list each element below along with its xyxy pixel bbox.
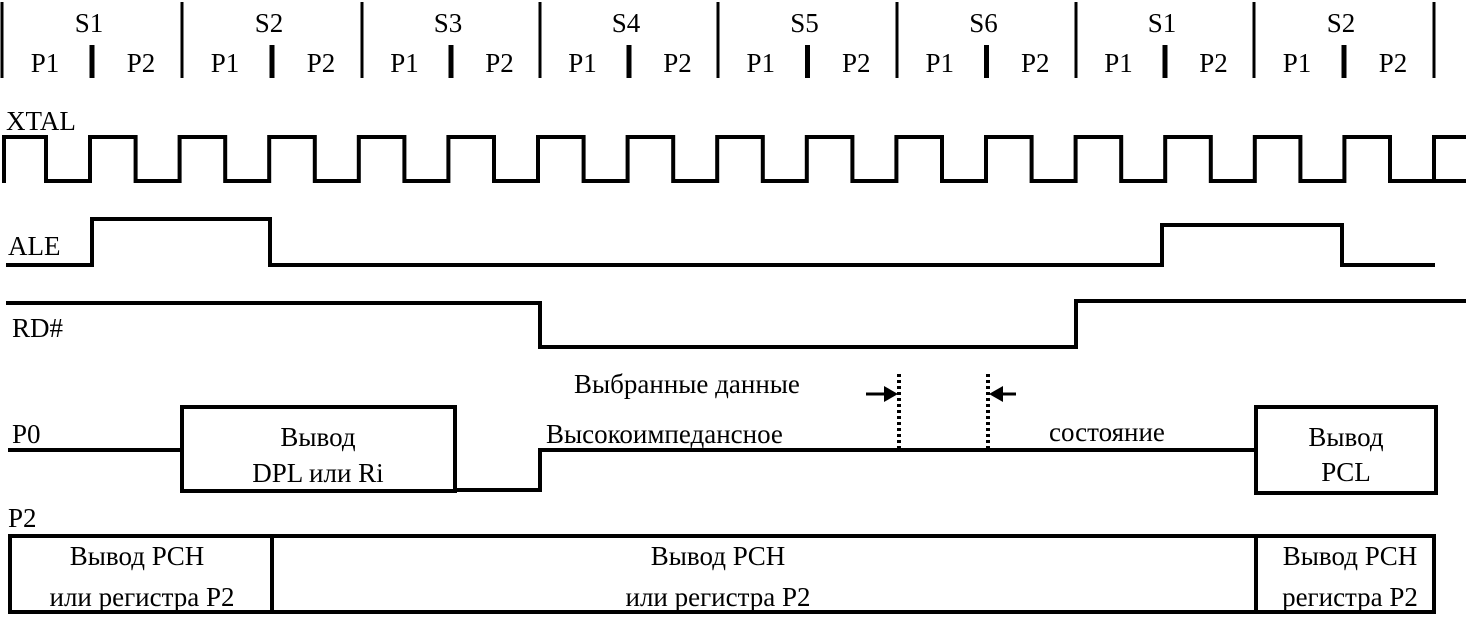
p0-label: P0	[12, 419, 41, 449]
p0-hiz-right: состояние	[1049, 417, 1165, 447]
state-label: S5	[790, 8, 819, 38]
sample-start-arrowhead-icon	[884, 386, 898, 402]
phase-label-p2: P2	[307, 48, 336, 78]
p2-seg3-line1: Вывод PCH	[1283, 541, 1417, 571]
phase-label-p2: P2	[663, 48, 692, 78]
state-label: S1	[75, 8, 104, 38]
state-label: S3	[434, 8, 463, 38]
phase-label-p1: P1	[31, 48, 60, 78]
p2-label: P2	[8, 503, 37, 533]
phase-label-p1: P1	[568, 48, 597, 78]
p0-box-dpl-line1: Вывод	[280, 422, 355, 452]
state-label: S2	[255, 8, 284, 38]
rd-waveform	[6, 299, 1466, 349]
phase-label-p2: P2	[1379, 48, 1408, 78]
ale-waveform	[6, 217, 1435, 267]
p2-seg2-line2: или регистра P2	[626, 582, 811, 612]
sample-end-arrowhead-icon	[989, 386, 1003, 402]
phase-label-p2: P2	[1021, 48, 1050, 78]
p2-seg1-line2: или регистра P2	[50, 582, 235, 612]
rd-label: RD#	[12, 313, 64, 343]
phase-label-p2: P2	[842, 48, 871, 78]
state-label: S6	[969, 8, 998, 38]
p0-box-pcl-line1: Вывод	[1308, 422, 1383, 452]
p0-box-dpl	[180, 405, 457, 493]
phase-label-p1: P1	[211, 48, 240, 78]
p0-box-pcl-line2: PCL	[1321, 457, 1371, 487]
xtal-label: XTAL	[6, 106, 76, 136]
p2-seg2-line1: Вывод PCH	[651, 541, 785, 571]
state-label: S4	[612, 8, 641, 38]
state-label: S1	[1148, 8, 1177, 38]
p2-seg1-line1: Вывод PCH	[70, 541, 204, 571]
p0-line-mid	[453, 448, 1258, 492]
phase-label-p2: P2	[1199, 48, 1228, 78]
phase-label-p2: P2	[485, 48, 514, 78]
p2-seg3-line2: регистра P2	[1282, 582, 1418, 612]
p0-box-pcl	[1254, 405, 1438, 495]
phase-label-p1: P1	[1104, 48, 1133, 78]
p2-bus	[8, 534, 1436, 614]
p0-box-dpl-line2: DPL или Ri	[252, 458, 383, 488]
phase-label-p1: P1	[746, 48, 775, 78]
ale-label: ALE	[8, 231, 60, 261]
phase-label-p2: P2	[127, 48, 156, 78]
p0-hiz-left: Высокоимпедансное	[546, 419, 783, 449]
phase-label-p1: P1	[1283, 48, 1312, 78]
p0-fetched-label: Выбранные данные	[574, 369, 800, 399]
xtal-waveform	[2, 135, 1466, 183]
phase-label-p1: P1	[390, 48, 419, 78]
phase-label-p1: P1	[925, 48, 954, 78]
state-label: S2	[1327, 8, 1356, 38]
